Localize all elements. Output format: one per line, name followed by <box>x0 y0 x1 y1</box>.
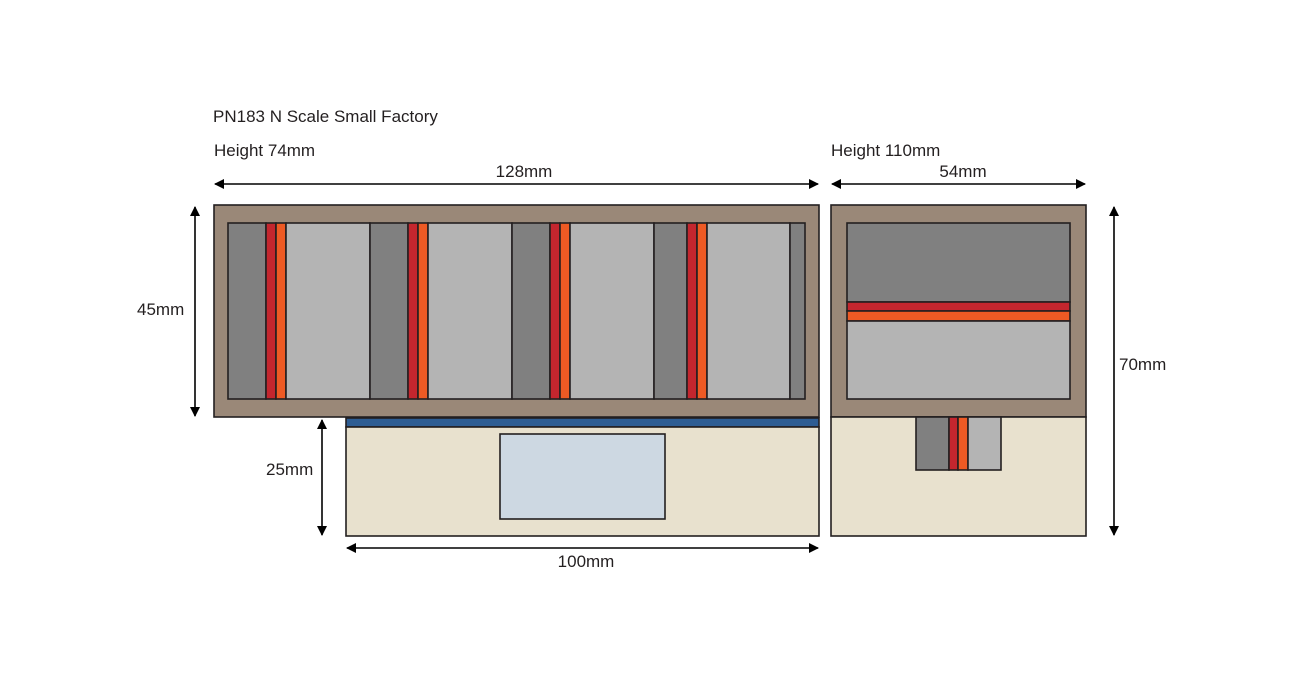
depth-45-label: 45mm <box>137 300 185 319</box>
front-extension-gutter <box>345 417 820 428</box>
side-roof-panels <box>846 222 1071 400</box>
side-door <box>915 416 1002 471</box>
depth-25-label: 25mm <box>266 460 314 479</box>
diagram-title: PN183 N Scale Small Factory <box>213 107 438 126</box>
front-roof-panels <box>227 222 806 400</box>
depth-70-label: 70mm <box>1119 355 1167 374</box>
width-100-label: 100mm <box>557 552 615 571</box>
width-54-label: 54mm <box>939 162 987 181</box>
front-window <box>499 433 666 520</box>
width-128-label: 128mm <box>495 162 553 181</box>
side-height-label: Height 110mm <box>831 141 941 160</box>
front-height-label: Height 74mm <box>214 141 316 160</box>
